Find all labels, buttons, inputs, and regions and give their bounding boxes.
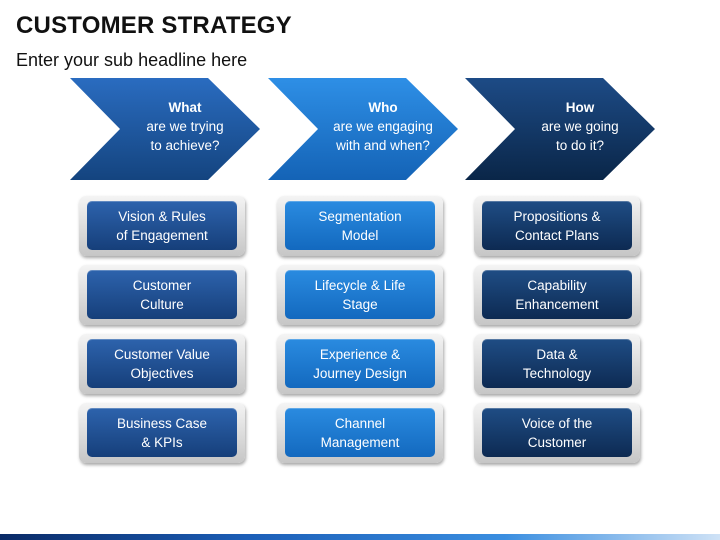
card-label: Lifecycle & Life Stage	[285, 270, 435, 319]
chevron-what: What are we trying to achieve?	[70, 78, 260, 180]
card-label: Customer Culture	[87, 270, 237, 319]
card-business-case-kpis: Business Case & KPIs	[79, 403, 245, 463]
chevron-subtext: are we trying to achieve?	[146, 119, 224, 153]
card-label: Vision & Rules of Engagement	[87, 201, 237, 250]
card-vision-rules: Vision & Rules of Engagement	[79, 196, 245, 256]
chevron-arrow-shape	[70, 78, 260, 180]
card-label: Customer Value Objectives	[87, 339, 237, 388]
card-label: Business Case & KPIs	[87, 408, 237, 457]
card-segmentation-model: Segmentation Model	[277, 196, 443, 256]
card-customer-value-objectives: Customer Value Objectives	[79, 334, 245, 394]
card-label: Segmentation Model	[285, 201, 435, 250]
page-title: CUSTOMER STRATEGY	[16, 12, 292, 39]
chevron-heading: What	[168, 100, 202, 115]
page-subtitle: Enter your sub headline here	[16, 50, 248, 70]
chevron-how: How are we going to do it?	[465, 78, 655, 180]
chevron-arrow-shape	[465, 78, 655, 180]
chevron-heading: Who	[368, 100, 398, 115]
card-data-technology: Data & Technology	[474, 334, 640, 394]
chevron-subtext: are we engaging with and when?	[333, 119, 433, 153]
card-label: Propositions & Contact Plans	[482, 201, 632, 250]
card-voice-of-customer: Voice of the Customer	[474, 403, 640, 463]
card-label: Data & Technology	[482, 339, 632, 388]
card-label: Voice of the Customer	[482, 408, 632, 457]
chevron-heading: How	[565, 100, 595, 115]
chevron-who: Who are we engaging with and when?	[268, 78, 458, 180]
card-channel-management: Channel Management	[277, 403, 443, 463]
card-experience-journey: Experience & Journey Design	[277, 334, 443, 394]
card-propositions-contact: Propositions & Contact Plans	[474, 196, 640, 256]
bottom-accent-bar	[0, 534, 720, 540]
chevron-arrow-shape	[268, 78, 458, 180]
card-capability-enhancement: Capability Enhancement	[474, 265, 640, 325]
card-lifecycle-stage: Lifecycle & Life Stage	[277, 265, 443, 325]
card-label: Channel Management	[285, 408, 435, 457]
card-label: Experience & Journey Design	[285, 339, 435, 388]
card-customer-culture: Customer Culture	[79, 265, 245, 325]
chevron-subtext: are we going to do it?	[541, 119, 619, 153]
card-label: Capability Enhancement	[482, 270, 632, 319]
